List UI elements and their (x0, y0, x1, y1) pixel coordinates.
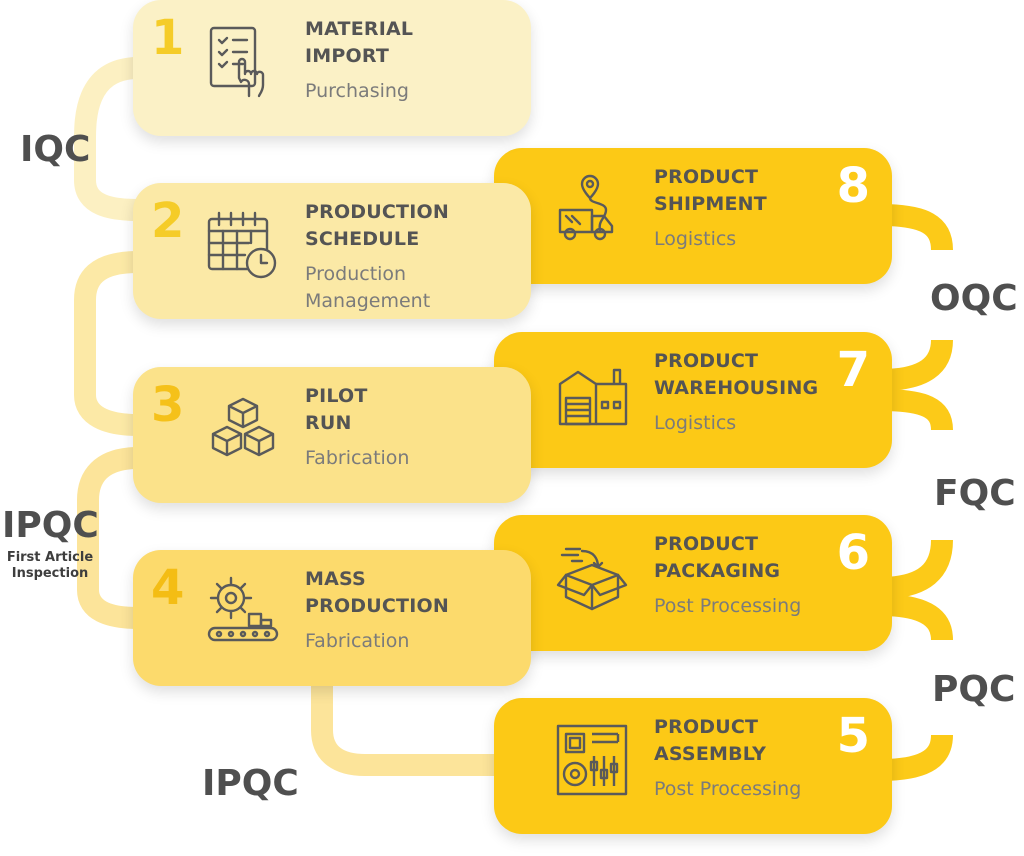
qc-label-oqc: OQC (930, 278, 1018, 319)
connector-6-7 (879, 389, 953, 599)
delivery-truck-icon (552, 170, 632, 250)
step-subtitle: Purchasing (305, 80, 409, 102)
step-subtitle: Post Processing (654, 595, 802, 617)
step-subtitle: Logistics (654, 412, 737, 434)
step-subtitle: Post Processing (654, 778, 802, 800)
circuit-board-icon (552, 720, 632, 800)
step-subtitle: Logistics (654, 228, 737, 250)
calendar-clock-icon (203, 205, 283, 285)
step-number: 8 (836, 158, 870, 214)
qc-label-iqc: IQC (20, 129, 91, 170)
step-number: 7 (836, 342, 870, 398)
step-number: 6 (836, 525, 870, 581)
warehouse-icon (552, 354, 632, 434)
step-subtitle: Production Management (305, 263, 431, 312)
step-number: 1 (151, 10, 185, 66)
step-number: 5 (836, 708, 870, 764)
qc-label-pqc: PQC (932, 669, 1016, 710)
checklist-hand-icon (203, 22, 283, 102)
open-box-icon (552, 537, 632, 617)
step-number: 4 (151, 560, 185, 616)
gear-conveyor-icon (203, 572, 283, 652)
connector-3-4 (77, 447, 139, 629)
qc-note-first-article: First Article Inspection (6, 550, 94, 581)
connector-2-3 (74, 251, 139, 436)
connector-1-2 (74, 57, 149, 221)
step-number: 2 (151, 193, 185, 249)
qc-label-ipqc-bottom: IPQC (202, 763, 299, 804)
step-number: 3 (151, 377, 185, 433)
connector-4-5 (311, 680, 500, 776)
step-subtitle: Fabrication (305, 447, 410, 469)
qc-label-ipqc-first: IPQC (2, 505, 99, 546)
qc-label-fqc: FQC (934, 473, 1016, 514)
connector-7-8 (879, 204, 953, 391)
step-subtitle: Fabrication (305, 630, 410, 652)
boxes-stack-icon (203, 389, 283, 469)
